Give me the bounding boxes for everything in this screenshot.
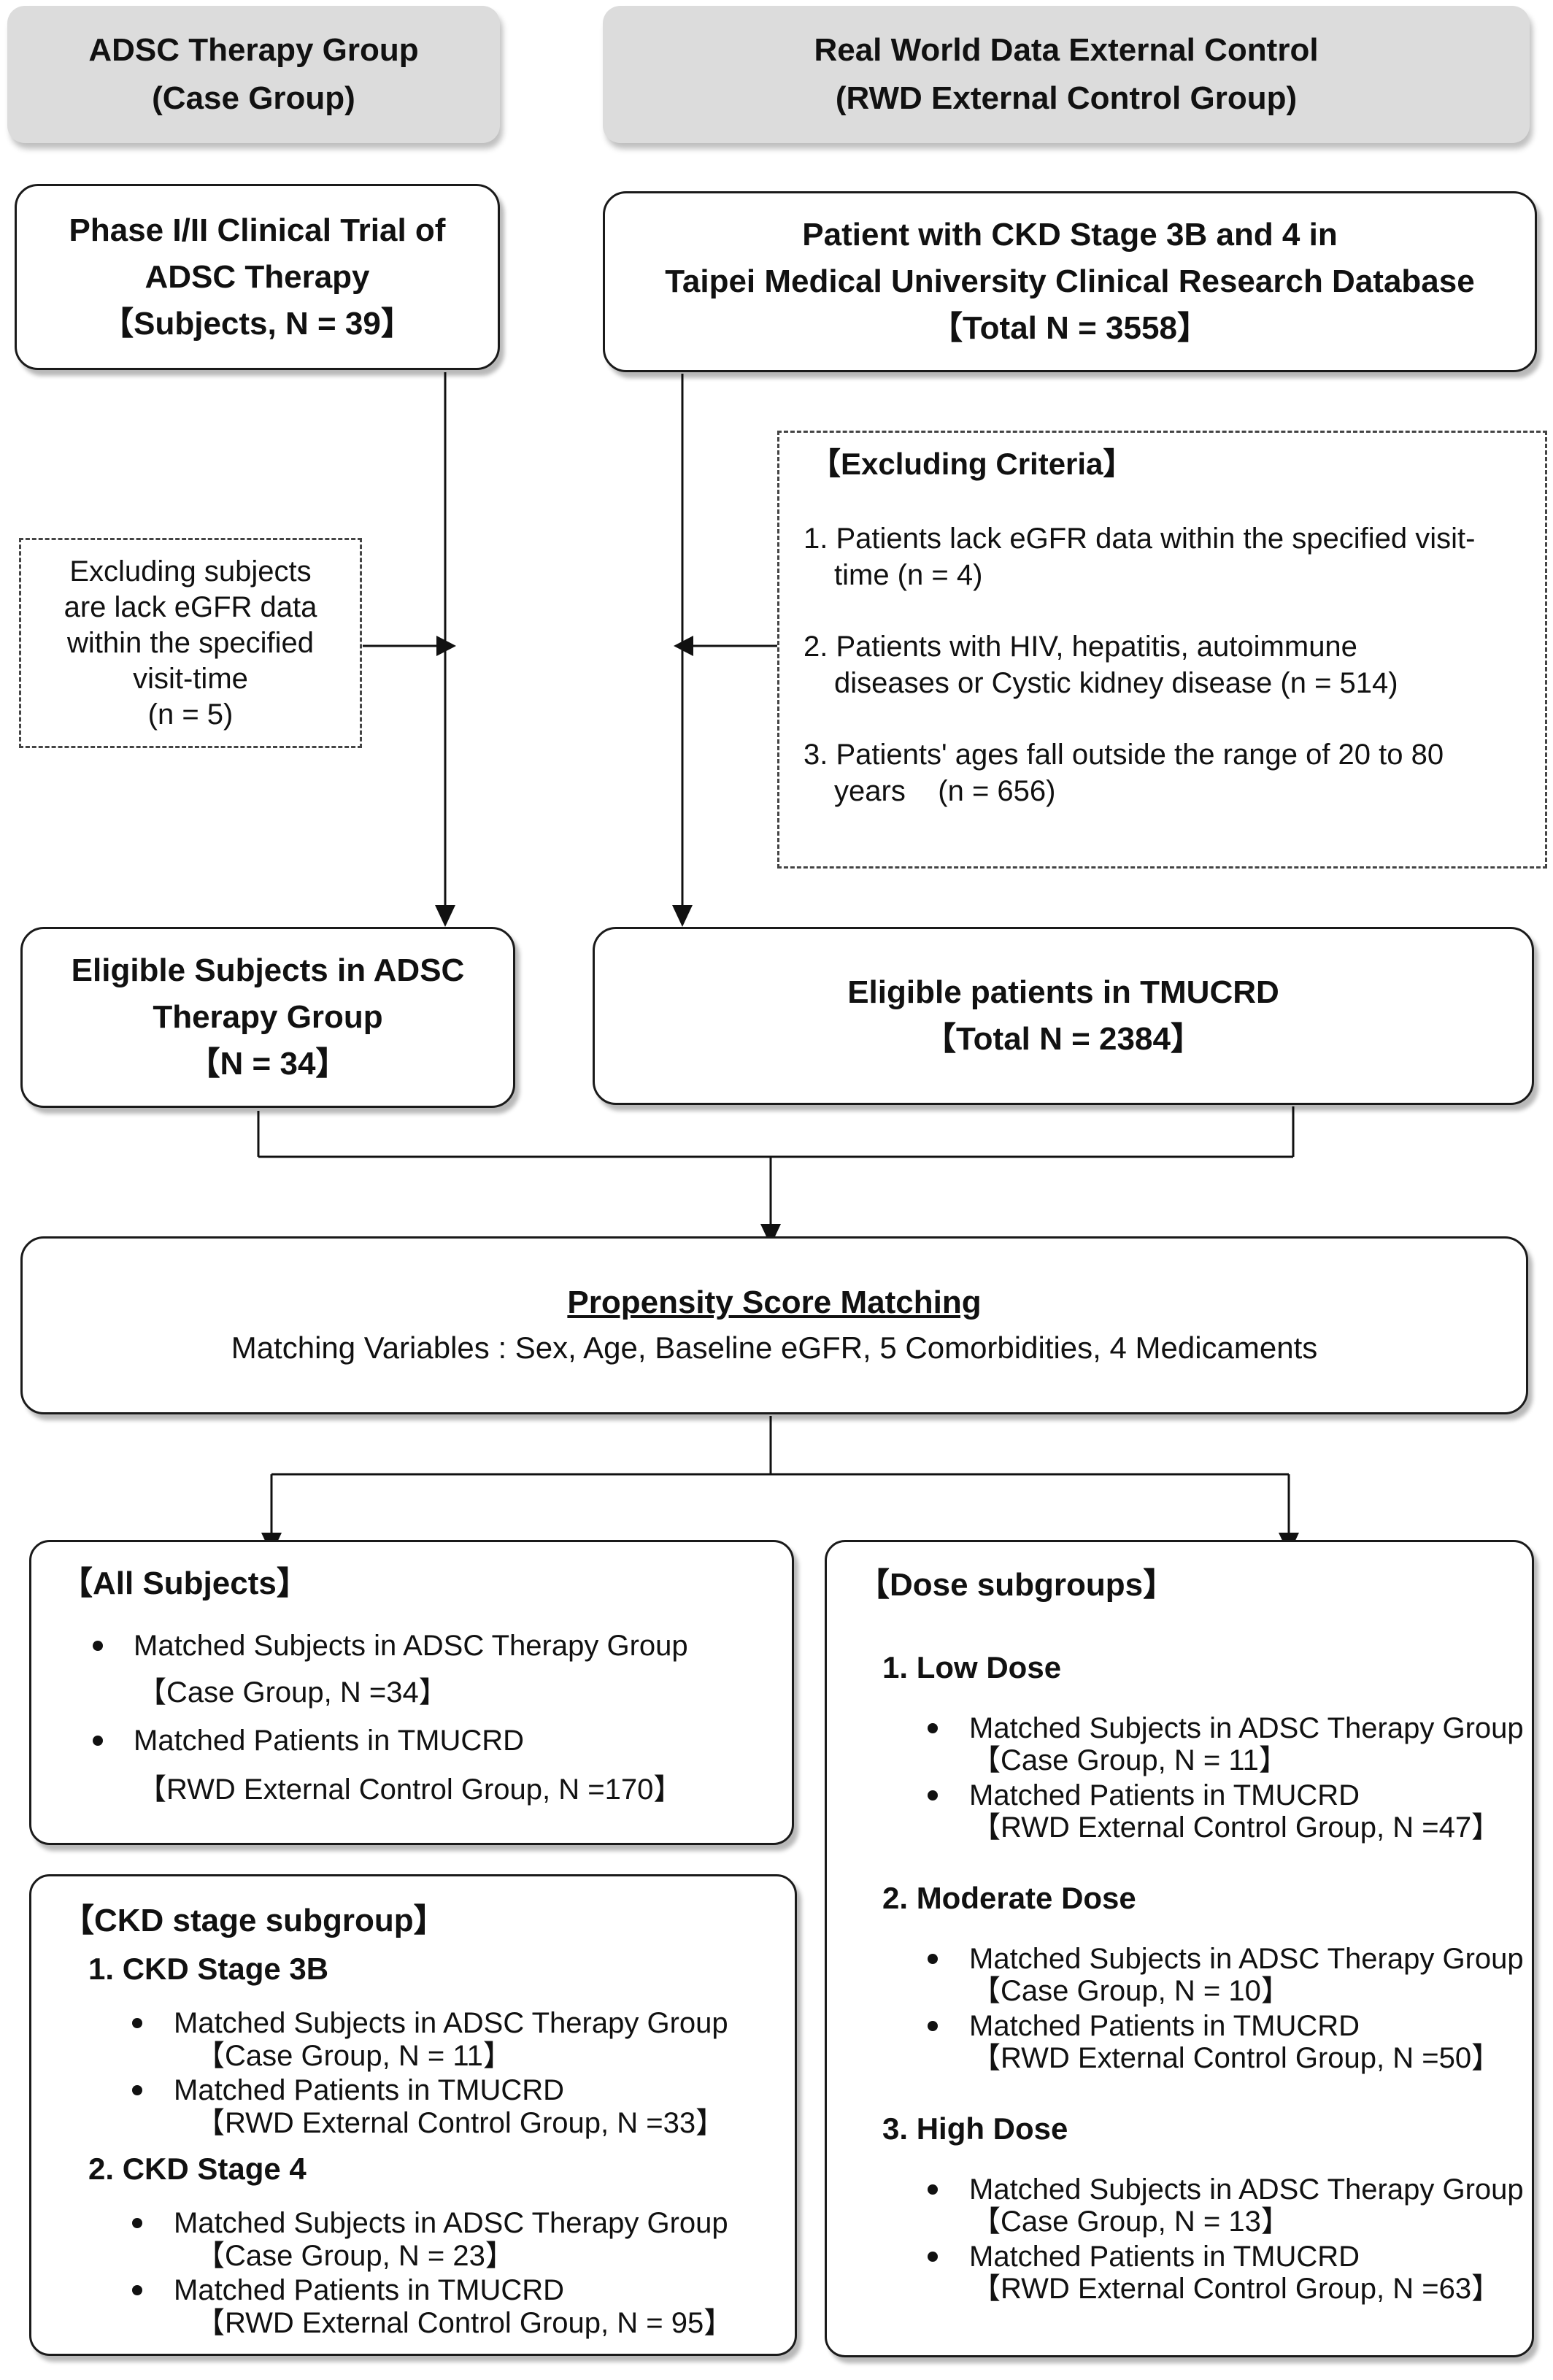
- bullet-icon: [928, 2252, 938, 2262]
- ckd-group2-item2-label: Matched Patients in TMUCRD: [174, 2274, 564, 2306]
- bullet-icon: [928, 1954, 938, 1964]
- all-subjects-item1-detail: 【Case Group, N =34】: [137, 1676, 448, 1709]
- rwd-exclusion-line5: 3. Patients' ages fall outside the range…: [804, 739, 1444, 771]
- ckd-group2-item1-detail: 【Case Group, N = 23】: [196, 2240, 515, 2272]
- bullet-icon: [928, 1723, 938, 1733]
- dose-group1-item2-detail: 【RWD External Control Group, N =47】: [971, 1811, 1501, 1844]
- psm-variables: Matching Variables : Sex, Age, Baseline …: [231, 1330, 1318, 1365]
- dose-group1-item1-detail: 【Case Group, N = 11】: [971, 1744, 1288, 1776]
- ckd-group1-heading: 1. CKD Stage 3B: [88, 1952, 329, 1986]
- ckd-group2-heading: 2. CKD Stage 4: [88, 2152, 307, 2186]
- case-exclusion-line1: Excluding subjects: [69, 555, 312, 588]
- dose-group2-item1-detail: 【Case Group, N = 10】: [971, 1975, 1290, 2007]
- bullet-icon: [93, 1641, 103, 1651]
- database-box-line2: Taipei Medical University Clinical Resea…: [665, 263, 1475, 299]
- ckd-group1-item1-detail: 【Case Group, N = 11】: [196, 2040, 512, 2072]
- dose-group3-heading: 3. High Dose: [882, 2111, 1068, 2146]
- rwd-exclusion-line6: years (n = 656): [834, 775, 1056, 807]
- case-exclusion-line5: (n = 5): [147, 698, 234, 731]
- ckd-group1-item1-label: Matched Subjects in ADSC Therapy Group: [174, 2007, 728, 2039]
- all-subjects-item2-label: Matched Patients in TMUCRD: [134, 1725, 524, 1757]
- all-subjects-item2-detail: 【RWD External Control Group, N =170】: [137, 1774, 683, 1806]
- eligible-rwd-box: Eligible patients in TMUCRD 【Total N = 2…: [593, 927, 1534, 1105]
- dose-group2-item2-detail: 【RWD External Control Group, N =50】: [971, 2042, 1501, 2074]
- case-group-header-line1: ADSC Therapy Group: [88, 32, 419, 68]
- rwd-group-header: Real World Data External Control (RWD Ex…: [603, 6, 1530, 143]
- ckd-group2-item1-label: Matched Subjects in ADSC Therapy Group: [174, 2207, 728, 2239]
- dose-group3-item2-label: Matched Patients in TMUCRD: [969, 2241, 1360, 2273]
- rwd-group-header-line2: (RWD External Control Group): [835, 80, 1298, 116]
- ckd-subgroup-box: 【CKD stage subgroup】 1. CKD Stage 3B Mat…: [29, 1874, 797, 2356]
- dose-group2-heading: 2. Moderate Dose: [882, 1881, 1136, 1915]
- bullet-icon: [928, 2184, 938, 2195]
- bullet-icon: [928, 1790, 938, 1801]
- ckd-group1-item2-detail: 【RWD External Control Group, N =33】: [196, 2107, 725, 2139]
- rwd-exclusion-line2: time (n = 4): [834, 559, 983, 591]
- dose-group3-item1-detail: 【Case Group, N = 13】: [971, 2206, 1290, 2238]
- case-group-header: ADSC Therapy Group (Case Group): [7, 6, 500, 143]
- rwd-group-header-line1: Real World Data External Control: [814, 32, 1319, 68]
- bullet-icon: [132, 2085, 142, 2095]
- all-subjects-title: 【All Subjects】: [61, 1566, 309, 1601]
- database-box-count: 【Total N = 3558】: [930, 310, 1209, 346]
- eligible-case-line2: Therapy Group: [153, 999, 383, 1035]
- dose-group3-item1-label: Matched Subjects in ADSC Therapy Group: [969, 2173, 1524, 2206]
- trial-box-line2: ADSC Therapy: [144, 258, 370, 295]
- all-subjects-item1-label: Matched Subjects in ADSC Therapy Group: [134, 1630, 688, 1662]
- ckd-group1-item2-label: Matched Patients in TMUCRD: [174, 2074, 564, 2106]
- eligible-rwd-count: 【Total N = 2384】: [924, 1021, 1203, 1057]
- all-subjects-box: 【All Subjects】 Matched Subjects in ADSC …: [29, 1540, 794, 1845]
- ckd-subgroup-title: 【CKD stage subgroup】: [62, 1903, 446, 1938]
- dose-group2-item1-label: Matched Subjects in ADSC Therapy Group: [969, 1943, 1524, 1975]
- rwd-exclusion-line3: 2. Patients with HIV, hepatitis, autoimm…: [804, 631, 1357, 663]
- rwd-exclusion-line1: 1. Patients lack eGFR data within the sp…: [804, 523, 1476, 555]
- trial-box: Phase I/II Clinical Trial of ADSC Therap…: [15, 184, 500, 370]
- eligible-case-count: 【N = 34】: [188, 1046, 348, 1082]
- rwd-exclusion-box: 【Excluding Criteria】 1. Patients lack eG…: [777, 431, 1547, 869]
- case-exclusion-line4: visit-time: [133, 662, 248, 695]
- rwd-exclusion-title: 【Excluding Criteria】: [810, 447, 1134, 481]
- bullet-icon: [928, 2021, 938, 2031]
- database-box-line1: Patient with CKD Stage 3B and 4 in: [802, 217, 1338, 253]
- eligible-case-line1: Eligible Subjects in ADSC: [71, 952, 465, 988]
- dose-group2-item2-label: Matched Patients in TMUCRD: [969, 2010, 1360, 2042]
- dose-subgroups-box: 【Dose subgroups】 1. Low Dose Matched Sub…: [825, 1540, 1534, 2357]
- dose-group3-item2-detail: 【RWD External Control Group, N =63】: [971, 2273, 1501, 2305]
- case-exclusion-box: Excluding subjects are lack eGFR data wi…: [19, 538, 362, 748]
- rwd-exclusion-line4: diseases or Cystic kidney disease (n = 5…: [834, 667, 1398, 699]
- psm-box: Propensity Score Matching Matching Varia…: [20, 1236, 1528, 1414]
- dose-group1-item2-label: Matched Patients in TMUCRD: [969, 1779, 1360, 1811]
- ckd-group2-item2-detail: 【RWD External Control Group, N = 95】: [196, 2307, 733, 2339]
- trial-box-count: 【Subjects, N = 39】: [101, 305, 413, 342]
- bullet-icon: [93, 1736, 103, 1746]
- database-box: Patient with CKD Stage 3B and 4 in Taipe…: [603, 191, 1537, 372]
- case-group-header-line2: (Case Group): [152, 80, 355, 116]
- dose-subgroups-title: 【Dose subgroups】: [858, 1567, 1176, 1603]
- eligible-case-box: Eligible Subjects in ADSC Therapy Group …: [20, 927, 515, 1108]
- psm-title: Propensity Score Matching: [567, 1285, 982, 1320]
- bullet-icon: [132, 2218, 142, 2228]
- eligible-rwd-line1: Eligible patients in TMUCRD: [847, 974, 1279, 1010]
- bullet-icon: [132, 2018, 142, 2028]
- case-exclusion-line3: within the specified: [67, 626, 314, 659]
- dose-group1-heading: 1. Low Dose: [882, 1650, 1062, 1684]
- dose-group1-item1-label: Matched Subjects in ADSC Therapy Group: [969, 1712, 1524, 1744]
- trial-box-line1: Phase I/II Clinical Trial of: [69, 212, 446, 248]
- case-exclusion-line2: are lack eGFR data: [63, 590, 317, 623]
- bullet-icon: [132, 2285, 142, 2295]
